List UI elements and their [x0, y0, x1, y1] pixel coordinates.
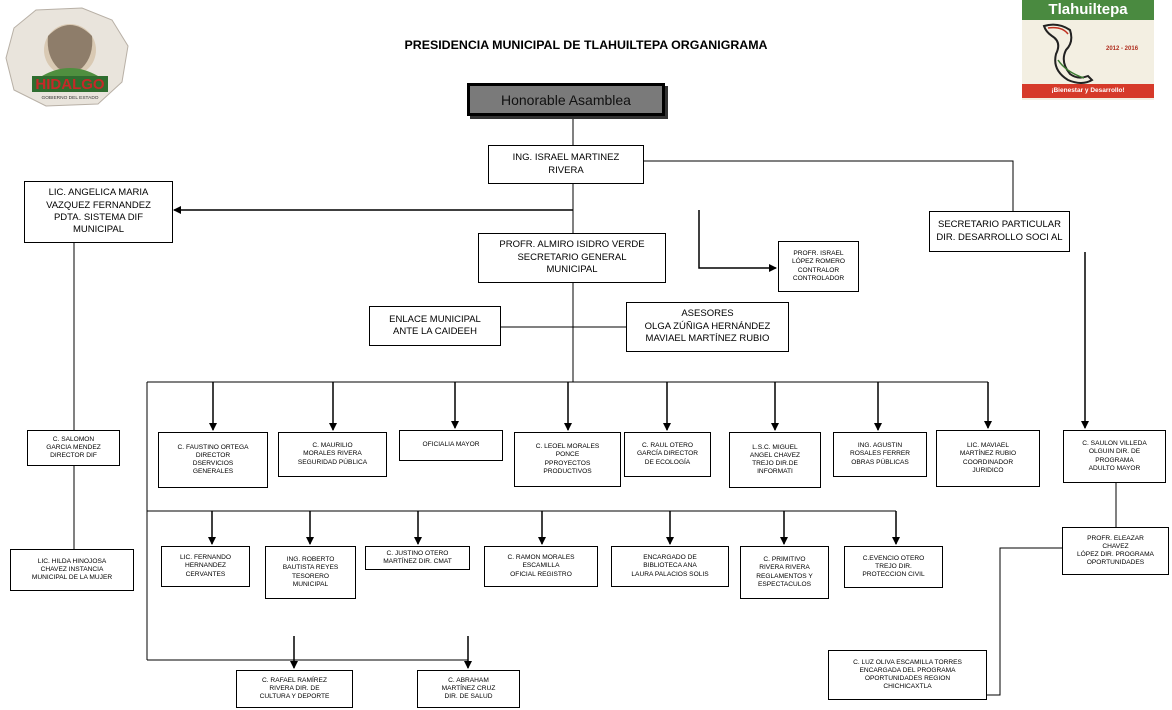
node-label: ASESORES OLGA ZÚÑIGA HERNÁNDEZ MAVIAEL M…: [644, 308, 771, 345]
node-label: ING. ROBERTO BAUTISTA REYES TESORERO MUN…: [282, 556, 339, 588]
node-saulon: C. SAULON VILLEDA OLGUIN DIR. DE PROGRAM…: [1063, 430, 1166, 483]
node-label: Honorable Asamblea: [501, 91, 631, 108]
node-row3-rafael: C. RAFAEL RAMÍREZ RIVERA DIR. DE CULTURA…: [236, 670, 353, 708]
logo-left-subtext: GOBIERNO DEL ESTADO: [41, 95, 98, 101]
node-label: L.S.C. MIGUEL ANGEL CHAVEZ TREJO DIR.DE …: [749, 443, 801, 476]
node-label: LIC. MAVIAEL MARTÍNEZ RUBIO COORDINADOR …: [959, 442, 1017, 474]
node-label: LIC. HILDA HINOJOSA CHAVEZ INSTANCIA MUN…: [31, 557, 113, 582]
node-label: C. RAFAEL RAMÍREZ RIVERA DIR. DE CULTURA…: [259, 676, 330, 701]
connector-eleazar-luz: [987, 547, 1062, 696]
tlahuiltepa-logo: Tlahuiltepa 2012 - 2016 ¡Bienestar y Des…: [1022, 0, 1154, 100]
node-eleazar: PROFR. ELEAZAR CHAVEZ LÓPEZ DIR. PROGRAM…: [1062, 527, 1169, 575]
node-label: ENCARGADO DE BIBLIOTECA ANA LAURA PALACI…: [631, 554, 709, 578]
node-label: OFICIALIA MAYOR: [422, 441, 480, 449]
node-dif-presidenta: LIC. ANGELICA MARIA VAZQUEZ FERNANDEZ PD…: [24, 181, 173, 243]
node-row1-leoel: C. LEOEL MORALES PONCE PPROYECTOS PRODUC…: [514, 432, 621, 487]
node-row2-biblioteca: ENCARGADO DE BIBLIOTECA ANA LAURA PALACI…: [611, 546, 729, 587]
node-row1-miguel: L.S.C. MIGUEL ANGEL CHAVEZ TREJO DIR.DE …: [729, 432, 821, 488]
node-contralor: PROFR. ISRAEL LÓPEZ ROMERO CONTRALOR CON…: [778, 241, 859, 292]
node-label: C. SALOMON GARCIA MENDEZ DIRECTOR DIF: [46, 435, 101, 460]
node-row1-maviael: LIC. MAVIAEL MARTÍNEZ RUBIO COORDINADOR …: [936, 430, 1040, 487]
node-label: C. MAURILIO MORALES RIVERA SEGURIDAD PÚB…: [297, 442, 368, 466]
node-label: ENLACE MUNICIPAL ANTE LA CAIDEEH: [389, 313, 481, 337]
logo-left-text: HIDALGO: [35, 76, 104, 93]
node-label: LIC. FERNANDO HERNANDEZ CERVANTES: [180, 554, 231, 578]
node-row2-primitivo: C. PRIMITIVO RIVERA RIVERA REGLAMENTOS Y…: [740, 546, 829, 599]
page-title: PRESIDENCIA MUNICIPAL DE TLAHUILTEPA ORG…: [404, 38, 768, 52]
node-row1-raul: C. RAUL OTERO García DIRECTOR DE ECOLOGÍ…: [624, 432, 711, 477]
node-honorable-asamblea: Honorable Asamblea: [467, 83, 665, 116]
connector-presidente-secpart: [643, 160, 1014, 211]
node-row2-evencio: C.EVENCIO OTERO TREJO DIR. PROTECCION CI…: [844, 546, 943, 588]
node-enlace-municipal: ENLACE MUNICIPAL ANTE LA CAIDEEH: [369, 306, 501, 346]
node-label: PROFR. ELEAZAR CHAVEZ LÓPEZ DIR. PROGRAM…: [1077, 534, 1154, 567]
node-row1-agustin: ING. AGUSTIN ROSALES FERRER OBRAS PÚBLIC…: [833, 432, 927, 477]
node-row2-roberto: ING. ROBERTO BAUTISTA REYES TESORERO MUN…: [265, 546, 356, 599]
node-presidente: ING. ISRAEL MARTINEZ RIVERA: [488, 145, 644, 184]
node-label: C. LUZ OLIVA ESCAMILLA TORRES ENCARGADA …: [853, 658, 962, 691]
node-label: LIC. ANGELICA MARIA VAZQUEZ FERNANDEZ PD…: [46, 187, 151, 236]
logo-right-title: Tlahuiltepa: [1022, 0, 1154, 20]
node-row2-ramon: C. RAMON MORALES ESCAMILLA OFICIAL REGIS…: [484, 546, 598, 587]
node-asesores: ASESORES OLGA ZÚÑIGA HERNÁNDEZ MAVIAEL M…: [626, 302, 789, 352]
node-label: ING. AGUSTIN ROSALES FERRER OBRAS PÚBLIC…: [849, 442, 911, 466]
node-label: PROFR. ISRAEL LÓPEZ ROMERO CONTRALOR CON…: [791, 250, 846, 282]
node-label: PROFR. ALMIRO ISIDRO VERDE SECRETARIO GE…: [499, 239, 645, 276]
node-label: C.EVENCIO OTERO TREJO DIR. PROTECCION CI…: [862, 554, 925, 579]
node-row2-fernando: LIC. FERNANDO HERNANDEZ CERVANTES: [161, 546, 250, 587]
node-secretario-particular: SECRETARIO PARTICULAR DIR. DESARROLLO SO…: [929, 211, 1070, 252]
node-label: C. SAULON VILLEDA OLGUIN DIR. DE PROGRAM…: [1082, 440, 1147, 472]
node-label: C. RAMON MORALES ESCAMILLA OFICIAL REGIS…: [507, 554, 575, 578]
node-row1-oficialia-mayor: OFICIALIA MAYOR: [399, 430, 503, 461]
connector-to-contralor: [698, 210, 777, 272]
node-luz-oliva: C. LUZ OLIVA ESCAMILLA TORRES ENCARGADA …: [828, 650, 987, 700]
node-salomon-dif: C. SALOMON GARCIA MENDEZ DIRECTOR DIF: [27, 430, 120, 466]
node-secretario-general: PROFR. ALMIRO ISIDRO VERDE SECRETARIO GE…: [478, 233, 666, 283]
node-label: C. PRIMITIVO RIVERA RIVERA REGLAMENTOS Y…: [756, 556, 813, 588]
node-row2-justino: C. JUSTINO OTERO MARTÍNEZ DIR. CMAT: [365, 546, 470, 570]
hidalgo-logo: HIDALGO GOBIERNO DEL ESTADO: [2, 6, 138, 110]
node-row1-faustino: C. FAUSTINO ORTEGA DIRECTOR DSERVICIOS G…: [158, 432, 268, 488]
node-label: C. LEOEL MORALES PONCE PPROYECTOS PRODUC…: [535, 443, 600, 475]
node-label: SECRETARIO PARTICULAR DIR. DESARROLLO SO…: [936, 219, 1063, 243]
logo-right-years: 2012 - 2016: [1106, 46, 1139, 52]
node-row1-maurilio: C. MAURILIO MORALES RIVERA SEGURIDAD PÚB…: [278, 432, 387, 477]
node-label: C. FAUSTINO ORTEGA DIRECTOR DSERVICIOS G…: [177, 443, 249, 476]
node-hilda-mujer: LIC. HILDA HINOJOSA CHAVEZ INSTANCIA MUN…: [10, 549, 134, 591]
node-row3-abraham: C. ABRAHAM MARTÍNEZ CRUZ DIR. DE SALUD: [417, 670, 520, 708]
logo-right-slogan: ¡Bienestar y Desarrollo!: [1022, 84, 1154, 98]
node-label: C. ABRAHAM MARTÍNEZ CRUZ DIR. DE SALUD: [441, 676, 496, 701]
node-label: C. RAUL OTERO García DIRECTOR DE ECOLOGÍ…: [636, 442, 699, 466]
node-label: ING. ISRAEL MARTINEZ RIVERA: [512, 152, 620, 176]
node-label: C. JUSTINO OTERO MARTÍNEZ DIR. CMAT: [383, 549, 452, 565]
